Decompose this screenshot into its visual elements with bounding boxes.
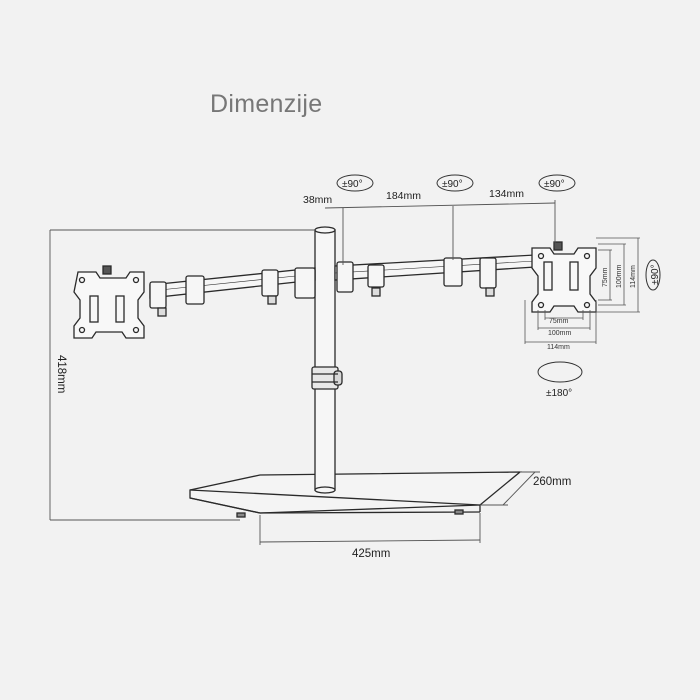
vesa-v100-label: 100mm [616,264,623,288]
pole [311,226,343,494]
rotation-arrow-mid-icon [436,174,474,192]
height-label: 418mm [55,355,67,393]
right-vesa-plate [531,241,597,313]
arm-outer-label: 134mm [489,188,524,200]
vesa-h75-label: 75mm [549,318,569,325]
left-vesa-plate [73,265,145,339]
swivel-arrow-icon [537,361,583,383]
rotation-arrow-side-icon [645,259,661,291]
top-dimension-line [324,200,556,265]
pole-offset-label: 38mm [303,194,332,206]
vesa-h100-label: 100mm [548,330,572,337]
vesa-dimension-boxes [524,237,640,344]
rotation-arrow-left-icon [336,174,374,192]
rotation-arrow-right-icon [538,174,576,192]
height-dimension-line [49,229,315,521]
tilt-left-label: ±90° [342,179,363,190]
base-depth-dimension-line [480,471,540,506]
page-title: Dimenzije [210,90,323,118]
arm-assembly [149,254,536,317]
vesa-h114-label: 114mm [547,344,570,351]
tilt-right-label: ±90° [544,179,565,190]
base-plate [189,471,522,518]
vesa-v75-label: 75mm [602,267,609,287]
base-depth-label: 260mm [533,476,571,488]
tilt-mid-label: ±90° [442,179,463,190]
vesa-v114-label: 114mm [630,265,637,288]
base-width-label: 425mm [352,548,390,560]
arm-inner-label: 184mm [386,190,421,202]
swivel-bottom-label: ±180° [546,388,572,399]
rotate-side-label: ±90° [650,264,661,285]
base-width-dimension-line [259,513,481,545]
